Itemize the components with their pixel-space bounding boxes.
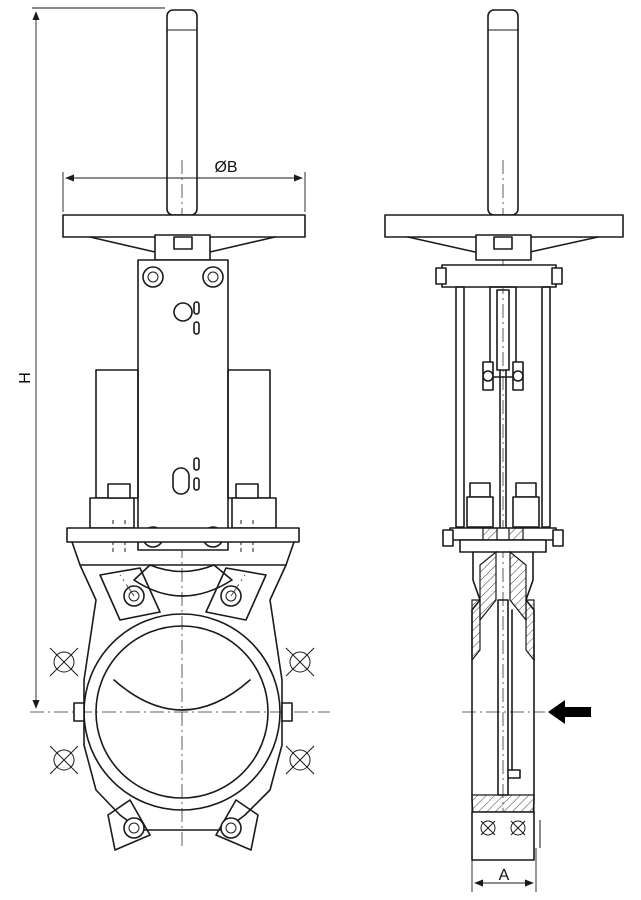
flange-bolt-icon <box>123 817 145 839</box>
flange-bolt-icon <box>220 817 242 839</box>
front-valve-body <box>73 564 293 851</box>
front-flange-holes <box>49 574 315 839</box>
yoke-bolt-icon <box>142 266 164 288</box>
front-body-top <box>66 527 300 566</box>
dimension-a: A <box>471 848 537 892</box>
dimension-b: ØB <box>62 159 306 212</box>
side-yoke <box>435 264 563 531</box>
dimension-a-label: A <box>499 867 510 884</box>
flow-arrow-icon <box>548 700 591 724</box>
yoke-bolt-icon <box>202 266 224 288</box>
front-view: H ØB <box>17 7 330 851</box>
dimension-h: H <box>17 7 165 709</box>
side-view: A <box>384 9 624 892</box>
side-top-flange <box>384 214 624 261</box>
dimension-b-label: ØB <box>214 159 237 176</box>
flow-direction-arrow <box>548 700 591 724</box>
front-top-flange <box>62 214 306 261</box>
side-body <box>471 550 541 861</box>
front-gland-bolts <box>89 483 277 552</box>
dimension-h-label: H <box>17 372 34 384</box>
side-gland <box>442 482 564 553</box>
